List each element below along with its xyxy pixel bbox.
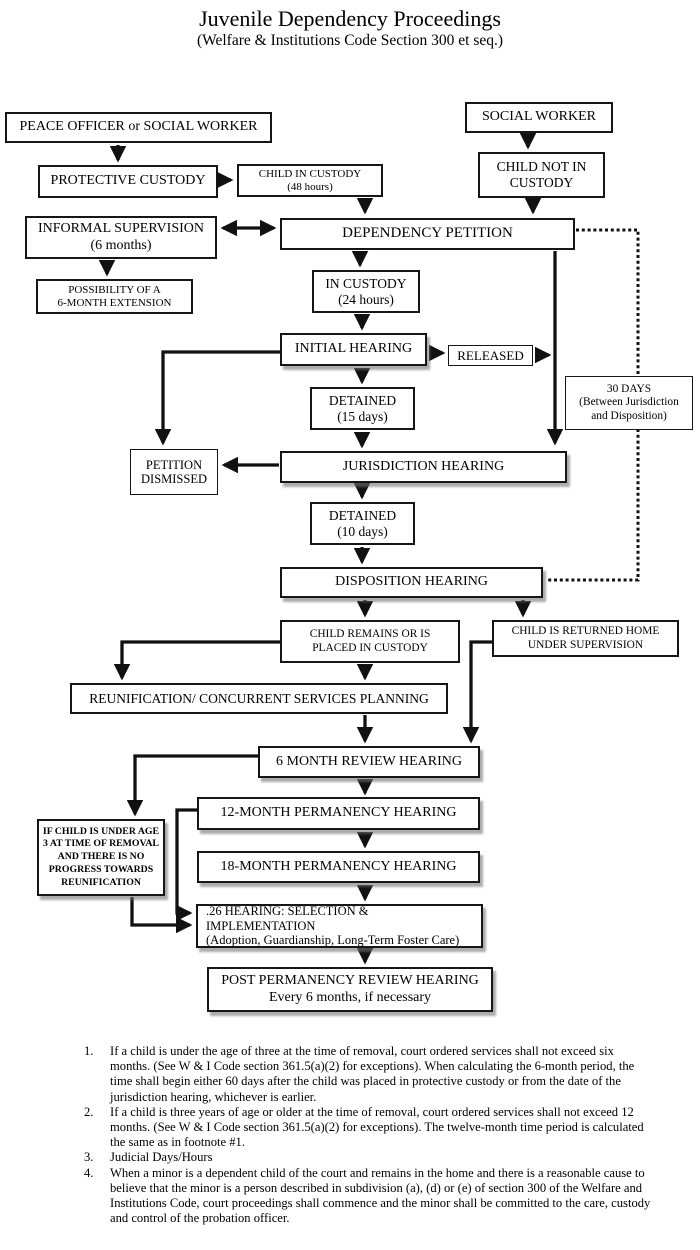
footnote-4: 4. When a minor is a dependent child of … — [84, 1166, 652, 1227]
footnote-text: If a child is three years of age or olde… — [110, 1104, 644, 1150]
box-label: (Between Jurisdiction — [579, 396, 679, 409]
box-post-permanency: POST PERMANENCY REVIEW HEARING Every 6 m… — [207, 967, 493, 1012]
box-child-remains: CHILD REMAINS OR IS PLACED IN CUSTODY — [280, 620, 460, 663]
box-label: PLACED IN CUSTODY — [312, 641, 428, 654]
box-label: and Disposition) — [591, 409, 667, 422]
box-reunification: REUNIFICATION/ CONCURRENT SERVICES PLANN… — [70, 683, 448, 714]
box-label: POST PERMANENCY REVIEW HEARING — [221, 973, 479, 989]
box-label: CHILD IN CUSTODY — [258, 167, 362, 180]
box-30-days: 30 DAYS (Between Jurisdiction and Dispos… — [565, 376, 693, 430]
line-ifchild-to-26hearing — [130, 897, 193, 934]
footnote-number: 1. — [84, 1044, 94, 1058]
line-returned-to-sixmonth — [462, 640, 492, 744]
line-sixmonth-to-ifchild — [126, 754, 258, 817]
box-released: RELEASED — [448, 345, 533, 366]
box-label: PROTECTIVE CUSTODY — [50, 173, 206, 189]
box-eighteen-month: 18-MONTH PERMANENCY HEARING — [197, 851, 480, 883]
box-label: INITIAL HEARING — [294, 341, 413, 357]
box-label: IF CHILD IS UNDER AGE — [42, 825, 160, 837]
box-label: POSSIBILITY OF A — [68, 283, 161, 296]
box-informal-supervision: INFORMAL SUPERVISION (6 months) — [25, 216, 217, 259]
box-child-not-in-custody: CHILD NOT IN CUSTODY — [478, 152, 605, 198]
box-detained-10: DETAINED (10 days) — [310, 502, 415, 545]
footnotes: 1. If a child is under the age of three … — [84, 1044, 652, 1226]
page-title: Juvenile Dependency Proceedings — [199, 6, 501, 31]
box-possibility-extension: POSSIBILITY OF A 6-MONTH EXTENSION — [36, 279, 193, 314]
box-label: PETITION — [145, 457, 203, 472]
box-label: AND THERE IS NO — [57, 851, 145, 863]
footnote-text: When a minor is a dependent child of the… — [110, 1165, 651, 1226]
footnote-number: 4. — [84, 1165, 94, 1180]
footnote-2: 2. If a child is three years of age or o… — [84, 1105, 652, 1151]
box-label: PROGRESS TOWARDS — [48, 863, 154, 875]
page-subtitle: (Welfare & Institutions Code Section 300… — [196, 32, 504, 49]
box-label: DEPENDENCY PETITION — [342, 225, 513, 242]
box-if-child-under-3: IF CHILD IS UNDER AGE 3 AT TIME OF REMOV… — [37, 819, 165, 896]
footnote-number: 3. — [84, 1150, 94, 1165]
box-label: REUNIFICATION/ CONCURRENT SERVICES PLANN… — [89, 690, 429, 706]
box-label: 3 AT TIME OF REMOVAL — [43, 838, 159, 850]
box-child-returned: CHILD IS RETURNED HOME UNDER SUPERVISION — [492, 620, 679, 657]
box-jurisdiction-hearing: JURISDICTION HEARING — [280, 451, 567, 483]
line-twelvemonth-to-26hearing — [175, 808, 197, 922]
box-six-month-review: 6 MONTH REVIEW HEARING — [258, 746, 480, 778]
box-label: INFORMAL SUPERVISION — [38, 221, 204, 237]
box-label: .26 HEARING: SELECTION & IMPLEMENTATION — [206, 904, 369, 933]
box-label: (15 days) — [337, 408, 388, 424]
box-label: IN CUSTODY — [325, 275, 407, 291]
dotted-30-days-path — [546, 228, 640, 582]
footnote-1: 1. If a child is under the age of three … — [84, 1044, 652, 1105]
box-label: DISMISSED — [141, 472, 207, 486]
box-label: (Adoption, Guardianship, Long-Term Foste… — [206, 933, 460, 948]
box-petition-dismissed: PETITION DISMISSED — [130, 449, 218, 495]
box-label: 18-MONTH PERMANENCY HEARING — [220, 858, 457, 874]
footnote-3: 3. Judicial Days/Hours — [84, 1150, 652, 1165]
box-in-custody-24: IN CUSTODY (24 hours) — [312, 270, 420, 313]
box-child-in-custody-48: CHILD IN CUSTODY (48 hours) — [237, 164, 383, 197]
footnote-number: 2. — [84, 1104, 94, 1119]
box-label: (10 days) — [337, 523, 388, 539]
box-label: UNDER SUPERVISION — [527, 638, 644, 651]
box-label: PEACE OFFICER or SOCIAL WORKER — [19, 119, 258, 135]
box-dependency-petition: DEPENDENCY PETITION — [280, 218, 575, 250]
footnote-text: Judicial Days/Hours — [110, 1150, 213, 1165]
box-26-hearing: .26 HEARING: SELECTION & IMPLEMENTATION … — [196, 904, 483, 948]
box-label: (6 months) — [90, 237, 152, 253]
box-label: Every 6 months, if necessary — [268, 989, 432, 1005]
box-label: DETAINED — [328, 507, 397, 523]
box-label: RELEASED — [457, 347, 524, 363]
box-label: (24 hours) — [338, 291, 394, 307]
box-label: REUNIFICATION — [61, 876, 141, 888]
box-label: CHILD NOT IN — [496, 159, 587, 175]
box-label: (48 hours) — [287, 180, 333, 193]
box-label: 6-MONTH EXTENSION — [57, 296, 172, 309]
box-social-worker: SOCIAL WORKER — [465, 102, 613, 133]
box-detained-15: DETAINED (15 days) — [310, 387, 415, 430]
box-label: DETAINED — [328, 392, 397, 408]
box-label: DISPOSITION HEARING — [335, 574, 488, 590]
box-label: CHILD IS RETURNED HOME — [511, 625, 660, 638]
box-peace-officer: PEACE OFFICER or SOCIAL WORKER — [5, 112, 272, 143]
line-remains-left-to-reunification — [113, 640, 280, 681]
box-label: CUSTODY — [509, 175, 574, 190]
box-label: SOCIAL WORKER — [482, 109, 596, 125]
box-label: JURISDICTION HEARING — [342, 458, 505, 474]
box-label: 30 DAYS — [606, 383, 652, 396]
box-label: 12-MONTH PERMANENCY HEARING — [220, 805, 457, 821]
footnote-text: If a child is under the age of three at … — [110, 1044, 635, 1104]
line-initial-to-petition-dismissed — [154, 350, 280, 446]
box-label: CHILD REMAINS OR IS — [309, 628, 431, 641]
box-protective-custody: PROTECTIVE CUSTODY — [38, 165, 218, 198]
box-twelve-month: 12-MONTH PERMANENCY HEARING — [197, 797, 480, 830]
box-label: 6 MONTH REVIEW HEARING — [276, 753, 462, 769]
box-initial-hearing: INITIAL HEARING — [280, 333, 427, 366]
box-disposition-hearing: DISPOSITION HEARING — [280, 567, 543, 598]
